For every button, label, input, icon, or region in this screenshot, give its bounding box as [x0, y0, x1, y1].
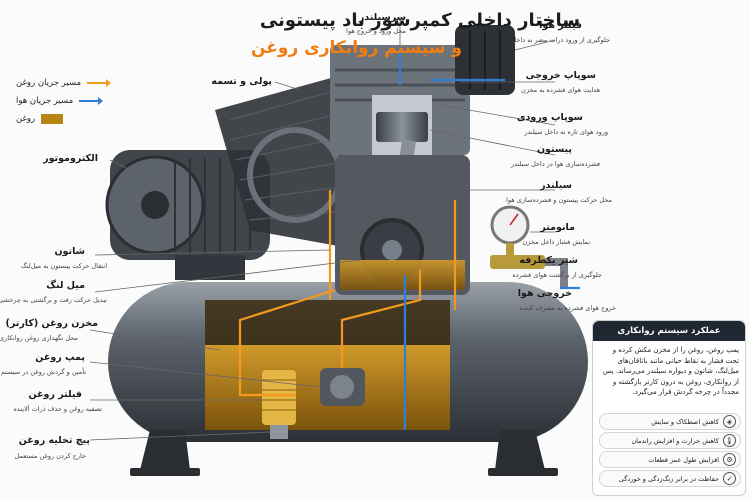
label-pulley-belt: پولی و تسمه	[211, 76, 272, 87]
air-flow-arrow-icon	[79, 97, 104, 105]
desc-piston: فشرده‌سازی هوا در داخل سیلندر	[510, 160, 600, 168]
label-oil-filter: فیلتر روغن	[28, 389, 82, 400]
label-pressure-gauge: مانومتر	[540, 222, 575, 233]
oil-pump	[320, 368, 365, 406]
label-cylinder-head: سرسیلندر	[358, 12, 406, 23]
cylinder-block	[330, 45, 470, 295]
oil-swatch	[41, 114, 64, 124]
desc-discharge-valve: هدایت هوای فشرده به مخزن	[521, 86, 600, 94]
benefit-item: کاهش حرارت و افزایش راندمان 🌡	[599, 432, 741, 449]
gear-icon: ⚙	[723, 453, 736, 466]
desc-intake-valve: ورود هوای تازه به داخل سیلندر	[524, 128, 608, 136]
desc-air-filter: جلوگیری از ورود ذرات مضر به داخل	[511, 36, 610, 44]
thermometer-icon: 🌡	[723, 434, 736, 447]
legend-label: مسیر جریان هوا	[16, 96, 74, 106]
tank-feet	[130, 430, 558, 476]
desc-crankshaft: تبدیل حرکت رفت و برگشتی به چرخشی	[0, 296, 107, 304]
label-oil-pump: پمپ روغن	[35, 352, 85, 363]
air-tank	[108, 282, 588, 442]
panel-body-text: پمپ روغن، روغن را از مخزن مکش کرده و تحت…	[602, 346, 739, 396]
legend-oil: روغن	[16, 114, 64, 124]
benefit-text: کاهش اصطکاک و سایش	[651, 417, 719, 426]
title-line2: و سیستم روانکاری روغن	[250, 38, 462, 58]
label-air-outlet: خروجی هوا	[517, 288, 572, 299]
legend-air-flow: مسیر جریان هوا	[16, 96, 104, 106]
desc-air-outlet: خروج هوای فشرده به مصرف کننده	[519, 304, 616, 312]
label-air-filter: فیلتر هوا	[539, 20, 582, 31]
desc-connecting-rod: انتقال حرکت پیستون به میل‌لنگ	[21, 262, 107, 270]
label-crankshaft: میل لنگ	[46, 280, 85, 291]
desc-drain-plug: خارج کردن روغن مستعمل	[14, 452, 86, 460]
label-connecting-rod: شاتون	[54, 246, 85, 257]
pressure-gauge	[490, 205, 530, 263]
benefit-text: حفاظت در برابر زنگ‌زدگی و خوردگی	[618, 474, 719, 483]
title-line1: ساختار داخلی کمپرسور باد پیستونی	[259, 10, 580, 31]
label-discharge-valve: سوپاپ خروجی	[525, 70, 596, 81]
lubrication-info-panel: عملکرد سیستم روانکاری پمپ روغن، روغن را …	[592, 320, 746, 496]
panel-heading: عملکرد سیستم روانکاری	[593, 321, 745, 341]
oil-flow-arrow-icon	[87, 79, 112, 87]
legend-oil-flow: مسیر جریان روغن	[16, 78, 112, 88]
desc-oil-sump: محل نگهداری روغن روانکاری	[0, 334, 78, 342]
desc-oil-filter: تصفیه روغن و حذف ذرات آلاینده	[13, 405, 102, 413]
shield-check-icon: ✓	[723, 472, 736, 485]
label-drain-plug: پیچ تخلیه روغن	[18, 435, 90, 446]
air-flow-lines	[398, 50, 580, 430]
benefit-text: افزایش طول عمر قطعات	[648, 455, 719, 464]
electric-motor	[105, 150, 270, 280]
label-intake-valve: سوپاپ ورودی	[516, 112, 583, 123]
legend-label: مسیر جریان روغن	[16, 78, 82, 88]
label-oil-sump: مخزن روغن (کارتر)	[5, 318, 99, 329]
benefit-item: کاهش اصطکاک و سایش ◈	[599, 413, 741, 430]
benefit-text: کاهش حرارت و افزایش راندمان	[631, 436, 719, 445]
check-valve	[490, 255, 568, 288]
label-piston: پیستون	[536, 144, 572, 155]
desc-pressure-gauge: نمایش فشار داخل مخزن	[522, 238, 590, 246]
oil-flow-lines	[238, 190, 457, 397]
legend-label: روغن	[16, 114, 36, 124]
label-electric-motor: الکتروموتور	[43, 153, 98, 164]
air-filter	[455, 25, 515, 95]
desc-check-valve: جلوگیری از برگشت هوای فشرده	[512, 271, 602, 279]
shield-icon: ◈	[723, 415, 736, 428]
benefit-item: حفاظت در برابر زنگ‌زدگی و خوردگی ✓	[599, 470, 741, 487]
desc-cylinder-head: محل ورود و خروج هوا	[346, 27, 406, 35]
leader-lines	[89, 20, 556, 441]
label-check-valve: شیر یکطرفه	[519, 255, 578, 266]
desc-cylinder: محل حرکت پیستون و فشرده‌سازی هوا	[506, 196, 612, 204]
label-cylinder: سیلندر	[540, 180, 572, 191]
desc-oil-pump: تأمین و گردش روغن در سیستم	[0, 368, 86, 376]
benefit-item: افزایش طول عمر قطعات ⚙	[599, 451, 741, 468]
